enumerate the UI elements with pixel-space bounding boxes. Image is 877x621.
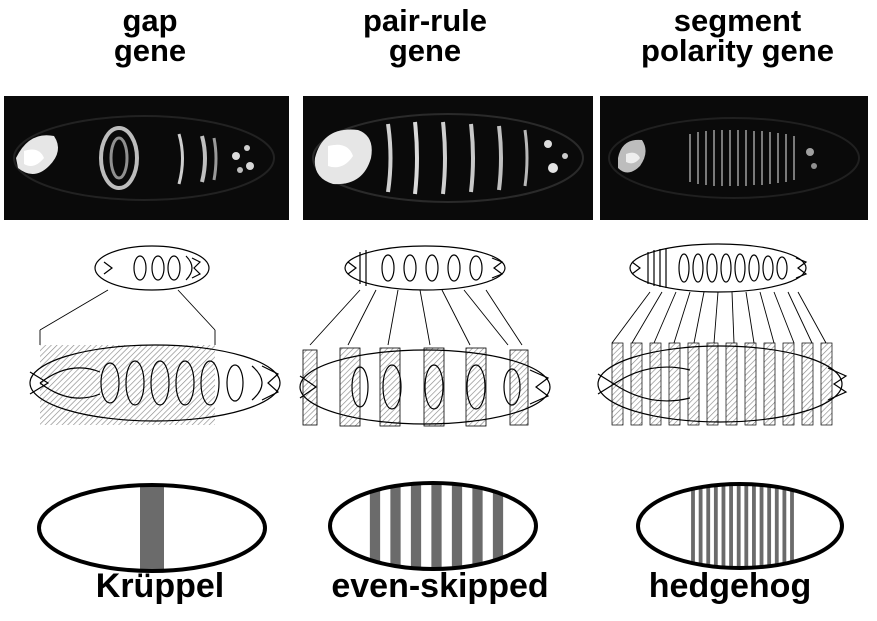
segment-polarity-stripe-4	[714, 484, 718, 568]
pair-rule-stripe-3	[411, 483, 421, 569]
segment-polarity-band-10	[783, 343, 794, 425]
segment-polarity-stripe-11	[767, 484, 771, 568]
segment-polarity-stripe-7	[737, 484, 741, 568]
gene-name-kruppel: Krüppel	[40, 567, 280, 605]
gap-stripe-oval	[39, 485, 265, 571]
pair-rule-small-embryo	[345, 246, 505, 290]
pair-rule-stripe-5	[452, 483, 462, 569]
gap-small-embryo	[95, 246, 209, 290]
segment-polarity-stripe-3	[706, 484, 710, 568]
pair-rule-projection-lines	[310, 290, 522, 345]
segment-polarity-stripe-12	[775, 484, 779, 568]
pair-rule-stripe-oval	[330, 483, 536, 569]
pair-rule-large-embryo	[300, 348, 550, 426]
segment-polarity-stripe-2	[699, 484, 703, 568]
segment-polarity-band-5	[688, 343, 699, 425]
segment-polarity-band-8	[745, 343, 756, 425]
segment-polarity-stripe-oval	[638, 484, 842, 568]
segment-polarity-band-3	[650, 343, 661, 425]
gene-name-even-skipped: even-skipped	[290, 567, 590, 605]
gene-name-hedgehog: hedgehog	[600, 567, 860, 605]
segment-polarity-stripe-13	[782, 484, 786, 568]
segment-polarity-stripe-8	[744, 484, 748, 568]
segment-polarity-stripe-14	[790, 484, 794, 568]
segment-polarity-stripe-6	[729, 484, 733, 568]
segment-polarity-band-6	[707, 343, 718, 425]
segment-polarity-stripe-9	[752, 484, 756, 568]
pair-rule-stripe-1	[370, 483, 380, 569]
segment-polarity-band-4	[669, 343, 680, 425]
gap-projection-lines	[40, 290, 215, 345]
gap-large-embryo	[30, 345, 280, 425]
segment-polarity-band-7	[726, 343, 737, 425]
segment-polarity-stripe-1	[691, 484, 695, 568]
segment-polarity-band-11	[802, 343, 813, 425]
segment-polarity-projection-lines	[612, 292, 826, 343]
pair-rule-stripe-4	[431, 483, 441, 569]
pair-rule-stripe-2	[390, 483, 400, 569]
pair-rule-stripe-6	[472, 483, 482, 569]
segment-polarity-stripe-10	[760, 484, 764, 568]
segment-polarity-stripe-5	[722, 484, 726, 568]
segment-polarity-small-embryo	[630, 244, 806, 292]
gap-stripe-1	[140, 485, 164, 571]
segment-polarity-large-embryo	[598, 343, 846, 425]
segment-polarity-band-9	[764, 343, 775, 425]
segment-polarity-band-12	[821, 343, 832, 425]
